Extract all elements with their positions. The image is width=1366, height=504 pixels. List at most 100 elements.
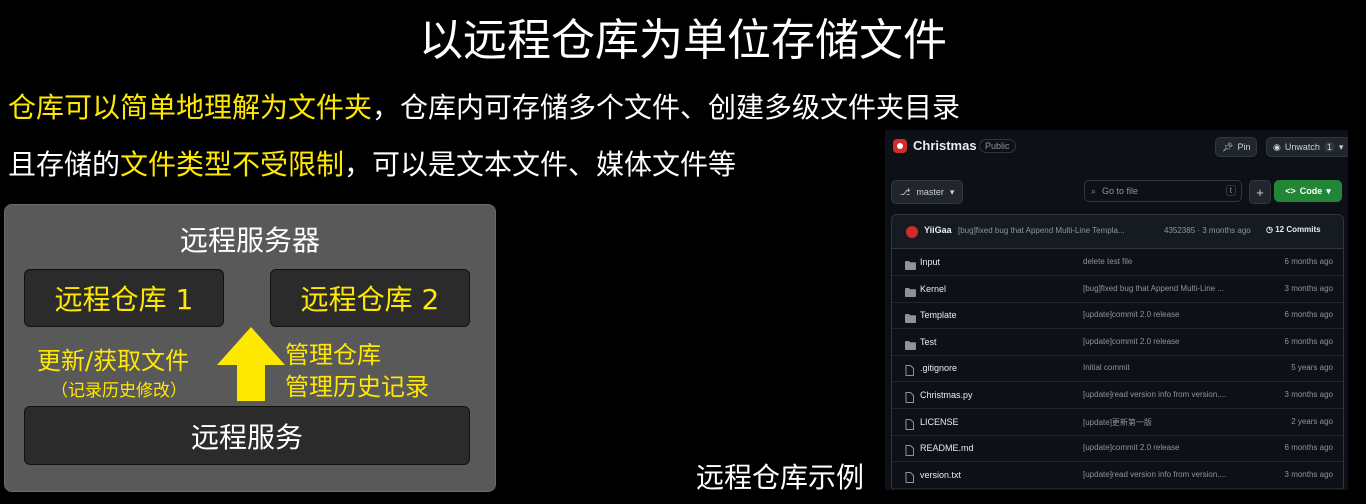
pin-label: Pin [1237,142,1251,152]
file-icon [905,417,914,435]
file-commit-message[interactable]: [update]commit 2.0 release [1083,336,1180,346]
file-age: 3 months ago [1284,283,1333,293]
file-name[interactable]: README.md [920,443,974,454]
file-age: 3 months ago [1284,390,1333,399]
server-title: 远程服务器 [179,224,320,257]
file-age: 2 years ago [1291,416,1333,426]
line2-highlight: 文件类型不受限制 [120,148,345,181]
shortcut-key: t [1225,185,1236,196]
branch-selector[interactable]: ⎇ master ▾ [891,180,964,204]
folder-icon [905,284,916,302]
file-commit-message[interactable]: [update]read version info from version..… [1083,469,1227,479]
visibility-badge: Public [979,139,1016,153]
line2-prefix: 且存储的 [8,148,121,181]
repo-name[interactable]: Christmas [913,138,977,153]
commit-hash-time[interactable]: 4352385 · 3 months ago [1164,226,1251,235]
file-icon [905,470,914,488]
folder-icon [905,257,916,275]
file-age: 3 months ago [1284,469,1333,479]
go-to-file-placeholder: Go to file [1102,186,1139,196]
file-age: 6 months ago [1284,310,1333,320]
table-row[interactable]: Kernel [bug]fixed bug that Append Multi-L… [892,276,1343,303]
line2-rest: ，可以是文本文件、媒体文件等 [344,148,737,181]
commit-message[interactable]: [bug]fixed bug that Append Multi-Line Te… [958,226,1125,235]
manage-label: 管理仓库 管理历史记录 [285,339,429,403]
manage-repo-label: 管理仓库 [285,341,381,369]
pin-icon: 📌︎ [1222,141,1234,152]
line1-highlight: 仓库可以简单地理解为文件夹 [8,91,373,124]
add-file-button[interactable]: + [1249,180,1271,204]
chevron-down-icon: ▾ [949,186,955,197]
file-commit-message[interactable]: [bug]fixed bug that Append Multi-Line ..… [1083,283,1224,293]
code-icon: <> [1285,186,1296,196]
record-history-label: （记录历史修改） [51,381,187,401]
slide-title: 以远程仓库为单位存储文件 [419,15,947,66]
watch-count: 1 [1323,142,1335,152]
unwatch-button[interactable]: ◉ Unwatch 1 ▾ [1266,137,1348,157]
file-commit-message[interactable]: delete test file [1083,257,1133,266]
go-to-file-input[interactable]: ⌕ Go to file t [1084,180,1242,202]
server-diagram: 远程服务器 远程仓库 1 远程仓库 2 更新/获取文件 （记录历史修改） 管理仓… [4,204,496,492]
code-label: Code [1299,186,1323,196]
table-row[interactable]: Input delete test file 6 months ago [892,249,1343,276]
commit-author[interactable]: YiiGaa [924,225,952,235]
code-button[interactable]: <> Code ▾ [1274,180,1342,202]
chevron-down-icon: ▾ [1338,141,1344,152]
repo-avatar-icon [893,139,907,153]
file-name[interactable]: Kernel [920,283,947,294]
remote-service-box: 远程服务 [24,406,470,465]
file-age: 6 months ago [1284,336,1333,346]
manage-history-label: 管理历史记录 [285,373,429,401]
history-icon: ◷ [1266,225,1273,234]
folder-icon [905,337,916,355]
branch-icon: ⎇ [900,186,911,197]
table-row[interactable]: Template [update]commit 2.0 release 6 mont… [892,302,1343,330]
file-name[interactable]: Input [920,257,941,267]
table-row[interactable]: Christmas.py [update]read version info fr… [892,382,1343,409]
table-row[interactable]: .gitignore Initial commit 5 years ago [892,355,1343,383]
commits-link[interactable]: ◷ 12 Commits [1266,225,1321,234]
table-row[interactable]: version.txt [update]read version info fro… [892,462,1343,489]
file-commit-message[interactable]: [update]更新第一版 [1083,417,1152,427]
file-age: 6 months ago [1284,257,1333,266]
branch-name: master [916,187,944,197]
latest-commit-bar: YiiGaa [bug]fixed bug that Append Multi-… [892,215,1343,249]
repo-1-box: 远程仓库 1 [24,269,224,327]
search-icon: ⌕ [1091,185,1097,196]
file-icon [905,390,914,408]
unwatch-label: Unwatch [1284,142,1320,152]
file-name[interactable]: .gitignore [920,363,958,374]
file-name[interactable]: Christmas.py [920,390,973,400]
file-age: 6 months ago [1284,443,1333,453]
file-name[interactable]: Test [920,336,937,347]
up-arrow-icon [217,327,285,401]
file-commit-message[interactable]: [update]commit 2.0 release [1083,443,1180,453]
line1-rest: ，仓库内可存储多个文件、创建多级文件夹目录 [372,91,961,124]
file-table: YiiGaa [bug]fixed bug that Append Multi-… [891,214,1344,490]
folder-icon [905,310,916,328]
update-fetch-label: 更新/获取文件 [37,347,190,375]
pin-button[interactable]: 📌︎ Pin [1215,137,1258,157]
table-row[interactable]: LICENSE [update]更新第一版 2 years ago [892,409,1343,436]
repo-2-box: 远程仓库 2 [270,269,470,327]
repo-header: Christmas Public 📌︎ Pin ◉ Unwatch 1 ▾ [885,130,1348,166]
file-icon [905,363,914,381]
github-repo-screenshot: Christmas Public 📌︎ Pin ◉ Unwatch 1 ▾ ⎇ … [885,130,1348,490]
table-row[interactable]: README.md [update]commit 2.0 release 6 mon… [892,435,1343,463]
file-name[interactable]: LICENSE [920,416,959,427]
file-commit-message[interactable]: [update]commit 2.0 release [1083,310,1180,320]
repo-toolbar: ⎇ master ▾ ⌕ Go to file t + <> Code ▾ [885,180,1348,206]
table-row[interactable]: Test [update]commit 2.0 release 6 months a… [892,329,1343,356]
file-age: 5 years ago [1291,363,1333,373]
chevron-down-icon: ▾ [1326,185,1331,196]
file-icon [905,443,914,461]
file-name[interactable]: Template [920,310,957,321]
commits-count: 12 Commits [1275,225,1321,234]
example-caption: 远程仓库示例 [696,461,865,494]
file-name[interactable]: version.txt [920,469,962,480]
file-commit-message[interactable]: [update]read version info from version..… [1083,390,1227,399]
text-line-1: 仓库可以简单地理解为文件夹，仓库内可存储多个文件、创建多级文件夹目录 [8,86,960,126]
file-commit-message[interactable]: Initial commit [1083,363,1130,373]
text-line-2: 且存储的文件类型不受限制，可以是文本文件、媒体文件等 [8,143,736,183]
eye-icon: ◉ [1273,141,1281,152]
